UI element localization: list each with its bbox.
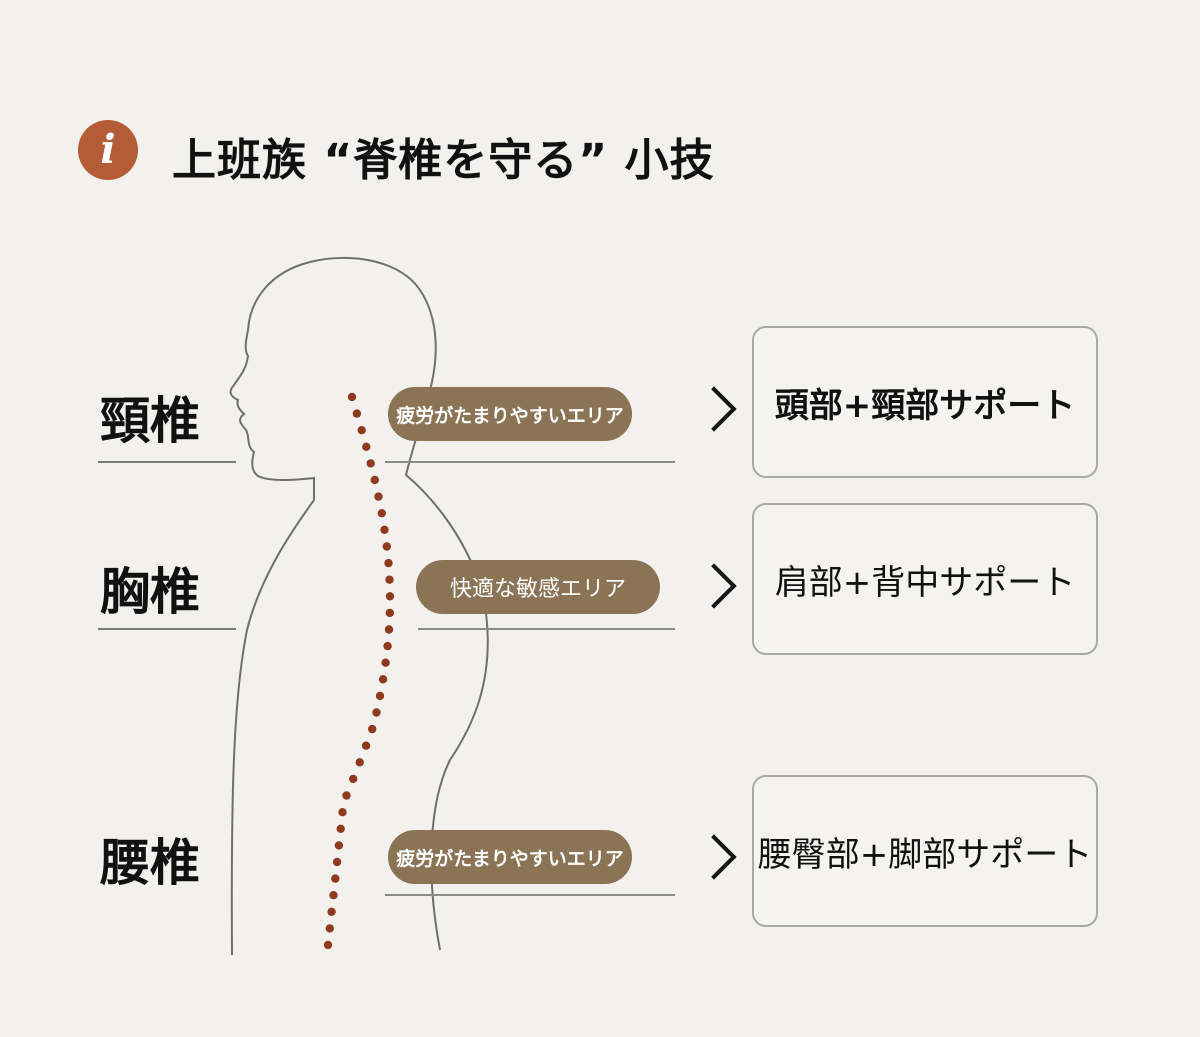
spine-dot <box>352 409 362 418</box>
spine-dot <box>378 675 388 684</box>
spine-dot <box>368 724 377 734</box>
support-box-head-neck: 頭部+頸部サポート <box>752 326 1098 478</box>
spine-dot <box>372 708 381 717</box>
area-pill-lumbar-text: 疲労がたまりやすいエリア <box>396 847 624 870</box>
info-icon: i <box>78 120 138 180</box>
support-box-shoulder-back: 肩部+背中サポート <box>752 503 1098 655</box>
support-box-waist-leg: 腰臀部+脚部サポート <box>752 775 1098 927</box>
spine-dot <box>332 857 342 867</box>
page-title: 上班族 “脊椎を守る” 小技 <box>172 135 715 186</box>
spine-dot <box>380 525 389 534</box>
spine-dot <box>385 592 395 601</box>
area-pill-thoracic: 快適な敏感エリア <box>416 560 660 614</box>
pill-rule-cervical <box>385 461 675 463</box>
region-label-cervical: 頸椎 <box>100 392 200 450</box>
region-label-lumbar: 腰椎 <box>100 834 200 892</box>
area-pill-cervical-text: 疲労がたまりやすいエリア <box>396 404 624 427</box>
spine-dot <box>375 691 385 701</box>
area-pill-cervical: 疲労がたまりやすいエリア <box>388 387 632 441</box>
spine-dot <box>323 940 333 950</box>
spine-dot <box>349 774 358 784</box>
spine-dot <box>370 475 379 485</box>
spine-dot <box>381 658 390 667</box>
spine-dot <box>327 907 336 916</box>
spine-dot <box>357 426 366 435</box>
spine-dot <box>385 608 394 618</box>
spine-dot <box>362 442 371 451</box>
spine-dot <box>385 575 394 584</box>
pill-rule-thoracic <box>418 628 675 630</box>
region-rule-cervical <box>98 461 236 463</box>
spine-dot <box>325 924 334 933</box>
spine-dot <box>361 741 371 750</box>
region-rule-thoracic <box>98 628 236 630</box>
spine-dot <box>334 841 344 850</box>
spine-dot <box>331 874 340 883</box>
pill-rule-lumbar <box>385 894 675 896</box>
spine-dot <box>383 641 392 651</box>
spine-dot <box>366 459 375 468</box>
spine-dot <box>384 625 394 634</box>
area-pill-lumbar: 疲労がたまりやすいエリア <box>388 830 632 884</box>
spine-dot <box>384 558 393 568</box>
spine-dot <box>374 492 383 501</box>
spine-dot <box>377 509 386 518</box>
spine-dot <box>329 891 338 900</box>
spine-dot <box>382 542 391 551</box>
spine-dot <box>355 758 364 767</box>
info-icon-glyph: i <box>100 126 116 173</box>
spine-dot <box>338 808 347 817</box>
spine-dot <box>347 392 357 402</box>
region-label-thoracic: 胸椎 <box>100 563 200 621</box>
spine-dot <box>342 791 351 800</box>
header: i 上班族 “脊椎を守る” 小技 <box>0 0 1200 230</box>
spine-dots <box>323 392 395 950</box>
area-pill-thoracic-text: 快適な敏感エリア <box>449 577 626 602</box>
spine-dot <box>336 824 345 833</box>
